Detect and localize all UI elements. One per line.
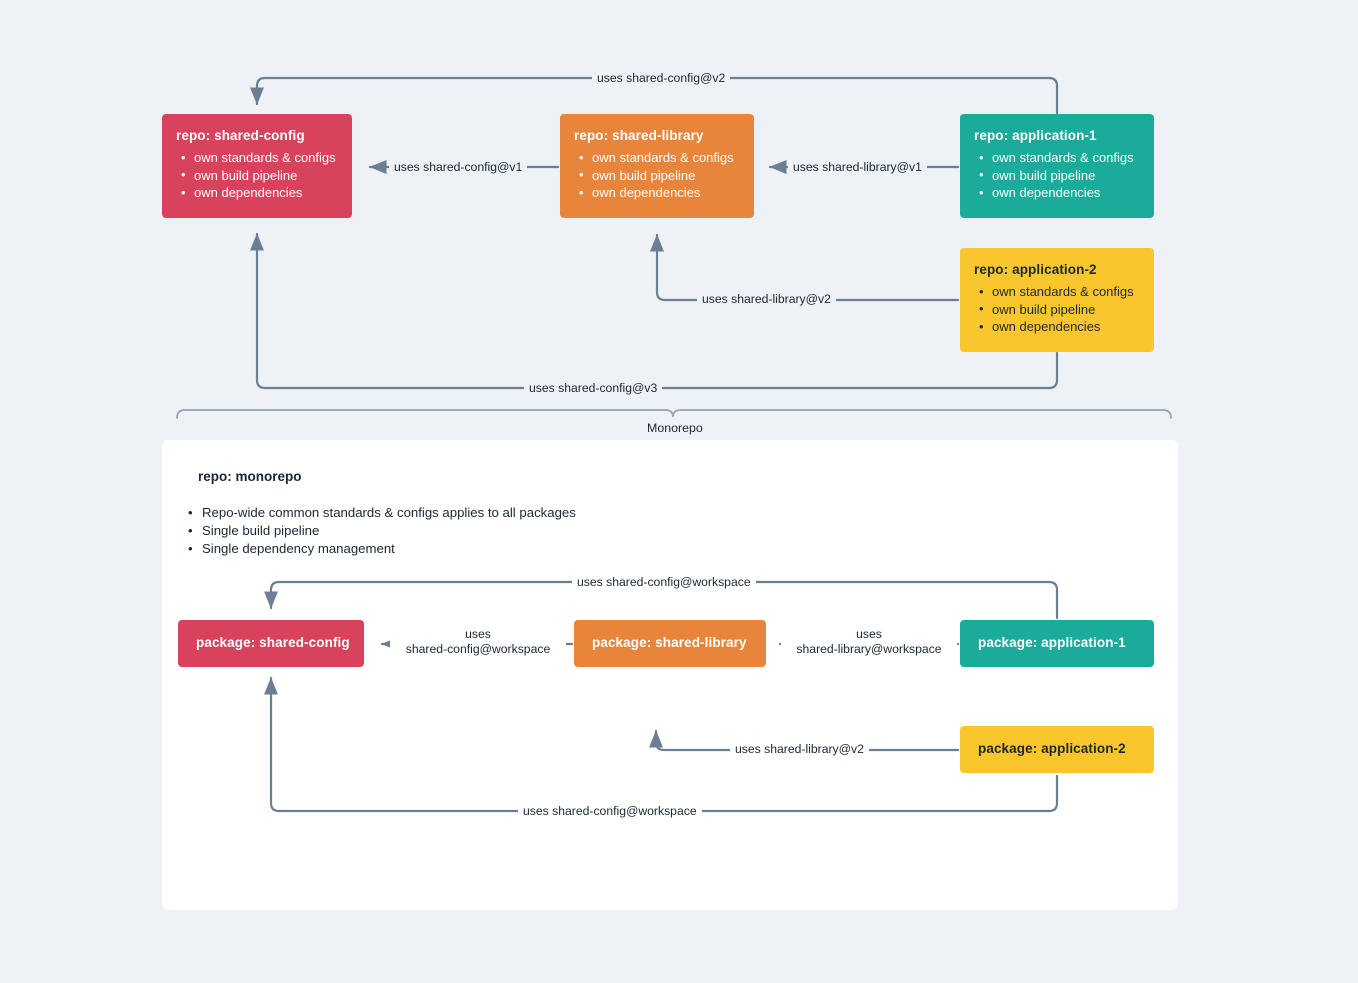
node-bullet: own build pipeline [979, 300, 1138, 319]
node-title: repo: application-2 [974, 262, 1097, 277]
node-title: package: application-2 [978, 741, 1126, 757]
edge-label-app2-to-lib-v2: uses shared-library@v2 [697, 292, 836, 307]
edge-label-pkg-app1-to-config: uses shared-config@workspace [572, 575, 756, 590]
monorepo-brace-label: Monorepo [647, 421, 703, 435]
node-bullet: own standards & configs [181, 149, 336, 167]
node-bullets: own standards & configs own build pipeli… [574, 149, 738, 202]
edge-label-app1-to-lib-v1: uses shared-library@v1 [788, 160, 927, 175]
edge-label-pkg-app2-to-lib: uses shared-library@v2 [730, 742, 869, 757]
edge-label-pkg-lib-to-config: uses shared-config@workspace [390, 627, 566, 657]
node-bullets: own standards & configs own build pipeli… [974, 283, 1138, 336]
edge-label-line2: shared-library@workspace [796, 642, 942, 656]
node-title: package: shared-library [592, 635, 747, 651]
node-title: repo: application-1 [974, 128, 1097, 143]
node-title: package: shared-config [196, 635, 350, 651]
node-bullet: own standards & configs [979, 283, 1138, 301]
node-repo-application-1[interactable]: repo: application-1 own standards & conf… [960, 114, 1154, 218]
monorepo-bullet: Single build pipeline [186, 522, 886, 540]
edge-label-app1-to-config-v2: uses shared-config@v2 [592, 71, 731, 86]
monorepo-bullets: Repo-wide common standards & configs app… [186, 504, 886, 558]
node-bullet: own build pipeline [579, 166, 738, 185]
edge-label-line1: uses [465, 627, 491, 641]
monorepo-brace [176, 409, 1172, 419]
node-bullet: own dependencies [979, 184, 1138, 202]
node-bullet: own dependencies [181, 184, 336, 202]
edge-app2-to-lib-v2 [649, 233, 960, 302]
node-repo-shared-library[interactable]: repo: shared-library own standards & con… [560, 114, 754, 218]
node-pkg-application-1[interactable]: package: application-1 [960, 620, 1154, 667]
node-pkg-shared-library[interactable]: package: shared-library [574, 620, 766, 667]
node-title: package: application-1 [978, 635, 1126, 651]
edge-app2-to-config-v3 [249, 232, 1059, 390]
node-title: repo: shared-library [574, 128, 704, 143]
node-bullet: own standards & configs [579, 149, 738, 167]
node-title: repo: shared-config [176, 128, 305, 143]
edge-label-line2: shared-config@workspace [405, 642, 551, 656]
edge-label-app2-to-config-v3: uses shared-config@v3 [524, 381, 663, 396]
monorepo-bullet: Repo-wide common standards & configs app… [186, 504, 886, 522]
monorepo-heading: repo: monorepo [198, 469, 302, 484]
node-bullets: own standards & configs own build pipeli… [974, 149, 1138, 202]
edge-label-line1: uses [856, 627, 882, 641]
monorepo-bullet: Single dependency management [186, 540, 886, 558]
node-bullets: own standards & configs own build pipeli… [176, 149, 336, 202]
edge-label-pkg-app2-to-config: uses shared-config@workspace [518, 804, 702, 819]
node-repo-application-2[interactable]: repo: application-2 own standards & conf… [960, 248, 1154, 352]
node-repo-shared-config[interactable]: repo: shared-config own standards & conf… [162, 114, 352, 218]
edge-label-pkg-app1-to-lib: uses shared-library@workspace [781, 627, 957, 657]
node-bullet: own dependencies [579, 184, 738, 202]
node-bullet: own build pipeline [181, 166, 336, 185]
node-bullet: own build pipeline [979, 166, 1138, 185]
node-bullet: own dependencies [979, 318, 1138, 336]
node-pkg-application-2[interactable]: package: application-2 [960, 726, 1154, 773]
edge-label-lib-to-config-v1: uses shared-config@v1 [389, 160, 528, 175]
node-pkg-shared-config[interactable]: package: shared-config [178, 620, 364, 667]
node-bullet: own standards & configs [979, 149, 1138, 167]
